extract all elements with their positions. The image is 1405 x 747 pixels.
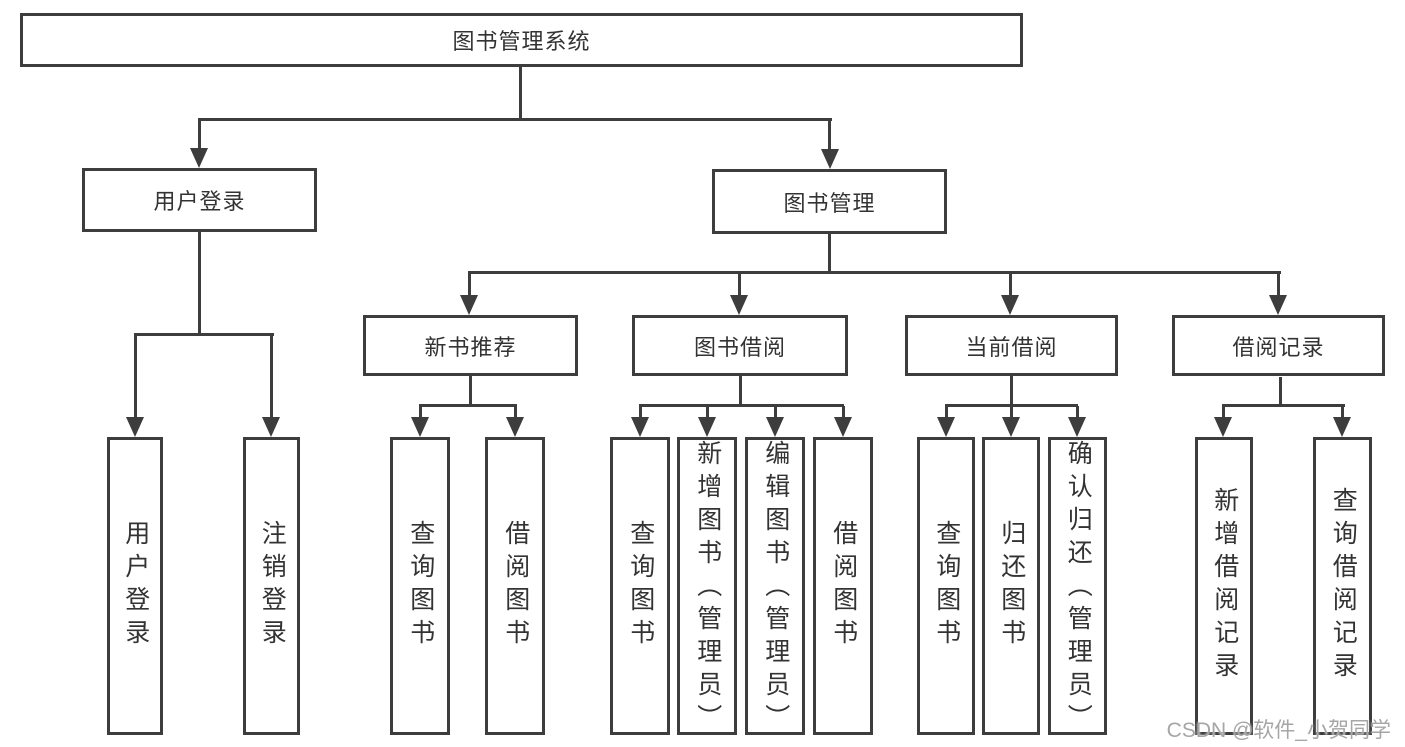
arrow-down-icon <box>460 295 478 315</box>
node-leaf-user-login-label: 用户登录 <box>121 520 150 652</box>
arrow-down-icon <box>1214 417 1232 437</box>
node-library-system-label: 图书管理系统 <box>452 29 591 54</box>
connector-line <box>1010 376 1013 406</box>
connector-line <box>514 406 517 420</box>
node-leaf-borrow-books-recommend: 借阅图书 <box>485 437 545 735</box>
node-new-book-recommend: 新书推荐 <box>363 315 578 376</box>
node-leaf-query-books-recommend-label: 查询图书 <box>406 520 435 652</box>
connector-line <box>134 333 274 336</box>
node-leaf-add-books-admin: 新增图书（管理员） <box>677 437 737 737</box>
connector-line <box>945 406 948 420</box>
node-library-system: 图书管理系统 <box>20 13 1023 67</box>
connector-level2-bus <box>198 118 832 121</box>
arrow-down-icon <box>126 417 144 437</box>
arrow-down-icon <box>937 417 955 437</box>
node-leaf-borrow-books-label: 借阅图书 <box>829 520 858 652</box>
node-new-book-recommend-label: 新书推荐 <box>424 334 517 360</box>
arrow-down-icon <box>506 417 524 437</box>
connector-line <box>774 406 777 420</box>
connector-line <box>828 234 831 273</box>
connector-line <box>134 335 137 421</box>
connector-line <box>419 406 422 420</box>
connector-user-login-stem <box>198 120 201 152</box>
connector-line <box>469 376 472 406</box>
node-user-login-label: 用户登录 <box>153 189 246 214</box>
connector-line <box>639 406 642 420</box>
arrow-down-icon <box>1269 295 1287 315</box>
node-book-management: 图书管理 <box>712 169 947 234</box>
node-current-borrowing-label: 当前借阅 <box>965 334 1058 360</box>
node-borrowing-records: 借阅记录 <box>1172 315 1385 376</box>
arrow-down-icon <box>834 417 852 437</box>
connector-root-stem <box>519 67 522 121</box>
node-leaf-logout-label: 注销登录 <box>258 520 287 652</box>
node-leaf-query-borrow-record: 查询借阅记录 <box>1313 437 1372 735</box>
node-leaf-edit-books-admin-label: 编辑图书（管理员） <box>761 440 790 737</box>
node-leaf-confirm-return-admin: 确认归还（管理员） <box>1048 437 1107 737</box>
connector-line <box>739 376 742 406</box>
arrow-down-icon <box>1001 295 1019 315</box>
node-book-borrowing-label: 图书借阅 <box>693 334 786 360</box>
arrow-down-icon <box>698 417 716 437</box>
connector-line <box>1009 273 1012 299</box>
node-leaf-query-books-current-label: 查询图书 <box>932 520 961 652</box>
arrow-down-icon <box>1333 417 1351 437</box>
connector-line <box>1076 406 1079 420</box>
arrow-down-icon <box>1002 417 1020 437</box>
connector-line <box>1222 404 1345 407</box>
node-leaf-logout: 注销登录 <box>243 437 300 735</box>
node-borrowing-records-label: 借阅记录 <box>1232 334 1325 360</box>
node-leaf-add-books-admin-label: 新增图书（管理员） <box>693 440 722 737</box>
node-leaf-query-books-recommend: 查询图书 <box>390 437 450 735</box>
connector-line <box>1277 273 1280 299</box>
arrow-down-icon <box>1068 417 1086 437</box>
arrow-down-icon <box>821 149 839 169</box>
connector-line <box>706 406 709 420</box>
node-leaf-query-books-borrow-label: 查询图书 <box>626 520 655 652</box>
node-leaf-user-login: 用户登录 <box>107 437 163 735</box>
node-leaf-add-borrow-record: 新增借阅记录 <box>1195 437 1253 735</box>
arrow-down-icon <box>631 417 649 437</box>
node-leaf-return-books: 归还图书 <box>982 437 1040 735</box>
node-leaf-query-books-current: 查询图书 <box>917 437 975 735</box>
node-book-management-label: 图书管理 <box>783 190 876 216</box>
connector-line <box>1341 406 1344 420</box>
node-user-login: 用户登录 <box>82 168 317 232</box>
node-book-borrowing: 图书借阅 <box>632 315 848 376</box>
arrow-down-icon <box>766 417 784 437</box>
connector-line <box>1222 406 1225 420</box>
node-leaf-borrow-books-recommend-label: 借阅图书 <box>501 520 530 652</box>
connector-level3-bus <box>468 271 1281 274</box>
connector-line <box>842 406 845 420</box>
connector-book-mgmt-stem <box>828 120 831 153</box>
node-leaf-confirm-return-admin-label: 确认归还（管理员） <box>1064 440 1093 737</box>
connector-line <box>945 404 1078 407</box>
arrow-down-icon <box>262 417 280 437</box>
node-leaf-query-borrow-record-label: 查询借阅记录 <box>1329 487 1358 685</box>
node-leaf-query-books-borrow: 查询图书 <box>610 437 670 735</box>
node-leaf-add-borrow-record-label: 新增借阅记录 <box>1210 487 1239 685</box>
connector-line <box>1279 377 1282 406</box>
node-current-borrowing: 当前借阅 <box>905 315 1118 376</box>
arrow-down-icon <box>730 295 748 315</box>
connector-line <box>468 273 471 299</box>
node-leaf-edit-books-admin: 编辑图书（管理员） <box>745 437 805 737</box>
arrow-down-icon <box>190 148 208 168</box>
arrow-down-icon <box>411 417 429 437</box>
node-leaf-borrow-books: 借阅图书 <box>813 437 873 735</box>
connector-line <box>639 404 844 407</box>
node-leaf-return-books-label: 归还图书 <box>997 520 1026 652</box>
connector-line <box>419 404 517 407</box>
connector-line <box>270 335 273 421</box>
csdn-watermark: CSDN @软件_小贺同学 <box>1166 719 1391 742</box>
connector-line <box>738 273 741 299</box>
connector-line <box>1010 406 1013 420</box>
connector-line <box>198 232 201 335</box>
